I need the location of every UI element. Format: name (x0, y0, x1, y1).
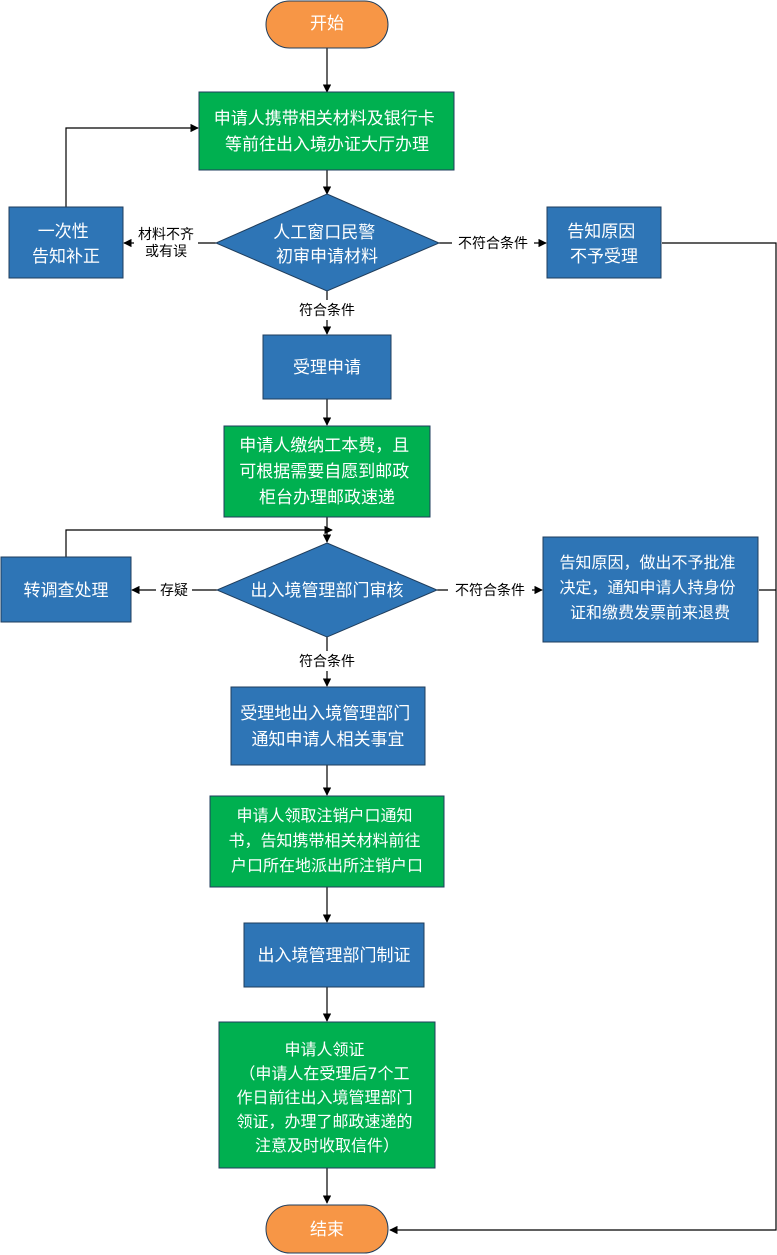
edge-labels: 材料不齐 或有误 不符合条件 符合条件 存疑 不符合条件 符合条件 (134, 224, 534, 671)
node-collect-line-3: 作日前往出入境管理部门 (236, 1088, 412, 1107)
node-reject-notice-line-1: 告知原因 (567, 222, 635, 242)
node-accept: 受理申请 (262, 334, 392, 400)
node-refund-notice: 告知原因，做出不予批准 决定，通知申请人持身份 证和缴费发票前来退费 (542, 536, 759, 643)
node-notify-line-1: 受理地出入境管理部门 (240, 704, 410, 724)
node-refund-notice-line-2: 决定，通知申请人持身份 (559, 578, 735, 597)
edge-correction-apply (65, 123, 199, 207)
node-apply: 申请人携带相关材料及银行卡 等前往出入境办证大厅办理 (198, 91, 455, 171)
node-cancel-hukou-line-1: 申请人领取注销户口通知 (236, 806, 412, 825)
node-dept-review: 出入境管理部门审核 (215, 542, 439, 638)
svg-text:人工窗口民警 初审申请材料: 人工窗口民警 初审申请材料 (273, 223, 380, 267)
node-refund-notice-line-1: 告知原因，做出不予批准 (559, 553, 735, 572)
node-pay-fee-line-1: 申请人缴纳工本费，且 (239, 436, 409, 456)
node-make-cert: 出入境管理部门制证 (243, 922, 425, 988)
node-collect-line-5: 注意及时收取信件） (255, 1136, 399, 1155)
node-reject-notice-line-2: 不予受理 (570, 247, 638, 267)
edge-investigate-return (65, 525, 333, 557)
node-start-line: 开始 (310, 14, 344, 34)
edge-reject-end (389, 242, 777, 1235)
label-not-qualified-2: 不符合条件 (455, 582, 525, 599)
node-notify: 受理地出入境管理部门 通知申请人相关事宜 (230, 686, 426, 766)
label-doubt: 存疑 (160, 583, 188, 599)
node-make-cert-line: 出入境管理部门制证 (258, 946, 411, 966)
svg-text:一次性 告知补正: 一次性 告知补正 (32, 222, 100, 267)
svg-text:申请人领证 （申请人在受理后7个工: 申请人领证 （申请人在受理后7个工 作日前往出入境管理部门 领证，办理了邮政速递… (236, 1040, 417, 1155)
node-investigate-line: 转调查处理 (24, 581, 109, 601)
node-collect-line-4: 领证，办理了邮政速递的 (236, 1112, 412, 1131)
node-correction: 一次性 告知补正 (8, 206, 124, 279)
node-initial-review-line-2: 初审申请材料 (276, 247, 378, 267)
svg-text:告知原因，做出不予批准 决定，通知申请人持身份: 告知原因，做出不予批准 决定，通知申请人持身份 证和缴费发票前来退费 (559, 553, 740, 622)
node-collect: 申请人领证 （申请人在受理后7个工 作日前往出入境管理部门 领证，办理了邮政速递… (218, 1021, 436, 1169)
node-notify-line-2: 通知申请人相关事宜 (252, 730, 405, 750)
label-qualified-1: 符合条件 (299, 302, 355, 319)
svg-text:受理地出入境管理部门 通知申请人相关事宜: 受理地出入境管理部门 通知申请人相关事宜 (240, 704, 415, 750)
node-apply-line-1: 申请人携带相关材料及银行卡 (214, 109, 435, 129)
node-investigate: 转调查处理 (0, 556, 132, 623)
node-accept-line: 受理申请 (293, 358, 361, 378)
svg-text:转调查处理: 转调查处理 (24, 581, 109, 601)
node-pay-fee-line-3: 柜台办理邮政速递 (259, 488, 395, 508)
svg-text:受理申请: 受理申请 (293, 358, 361, 378)
node-pay-fee: 申请人缴纳工本费，且 可根据需要自愿到邮政 柜台办理邮政速递 (223, 425, 431, 518)
node-correction-line-1: 一次性 (38, 222, 89, 242)
node-apply-line-2: 等前往出入境办证大厅办理 (225, 135, 429, 155)
node-end-line: 结束 (310, 1220, 344, 1240)
label-not-qualified-1: 不符合条件 (458, 235, 528, 252)
label-materials-incomplete-2: 或有误 (145, 244, 187, 260)
svg-text:开始: 开始 (310, 14, 344, 34)
node-start: 开始 (265, 0, 389, 49)
svg-text:申请人缴纳工本费，且 可根据需要自愿到邮政: 申请人缴纳工本费，且 可根据需要自愿到邮政 柜台办理邮政速递 (239, 436, 414, 508)
node-cancel-hukou-line-2: 书，告知携带相关材料前往 (228, 831, 420, 850)
node-pay-fee-line-2: 可根据需要自愿到邮政 (239, 462, 409, 482)
node-initial-review-line-1: 人工窗口民警 (273, 223, 375, 243)
node-dept-review-line: 出入境管理部门审核 (251, 581, 404, 601)
svg-text:出入境管理部门审核: 出入境管理部门审核 (251, 581, 404, 601)
svg-text:申请人领取注销户口通知 书，告知携带相关材料前往: 申请人领取注销户口通知 书，告知携带相关材料前往 户口所在地派出所注销户口 (228, 806, 425, 875)
node-refund-notice-line-3: 证和缴费发票前来退费 (570, 603, 730, 622)
node-end: 结束 (265, 1204, 389, 1254)
label-qualified-2: 符合条件 (299, 653, 355, 670)
svg-text:结束: 结束 (310, 1220, 344, 1240)
node-cancel-hukou-line-3: 户口所在地派出所注销户口 (231, 856, 423, 875)
node-collect-line-1: 申请人领证 (284, 1040, 364, 1059)
node-collect-line-2: （申请人在受理后7个工 (239, 1064, 409, 1083)
svg-text:申请人携带相关材料及银行卡 等前往出入境办证大厅: 申请人携带相关材料及银行卡 等前往出入境办证大厅办理 (214, 109, 440, 155)
node-cancel-hukou: 申请人领取注销户口通知 书，告知携带相关材料前往 户口所在地派出所注销户口 (209, 795, 445, 888)
node-correction-line-2: 告知补正 (32, 247, 100, 267)
svg-text:出入境管理部门制证: 出入境管理部门制证 (258, 946, 411, 966)
node-reject-notice: 告知原因 不予受理 (546, 206, 662, 279)
node-initial-review: 人工窗口民警 初审申请材料 (214, 193, 441, 292)
svg-text:告知原因 不予受理: 告知原因 不予受理 (567, 222, 640, 267)
label-materials-incomplete-1: 材料不齐 (138, 227, 194, 243)
